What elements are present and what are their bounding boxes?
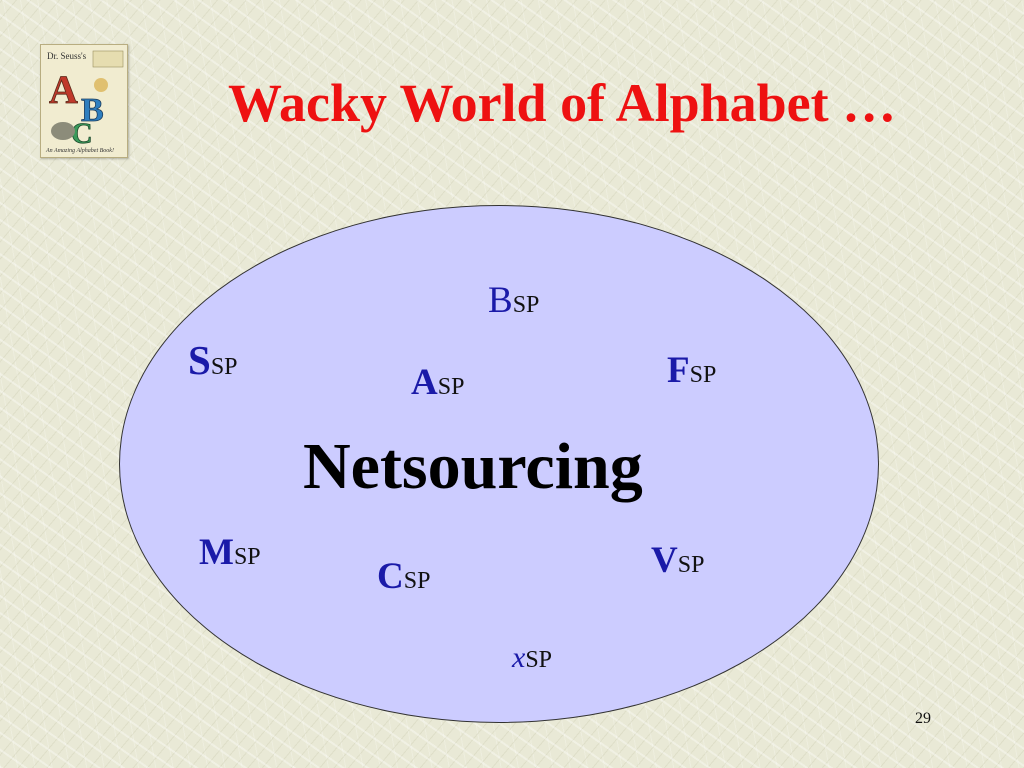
- label-vsp: VSP: [651, 542, 704, 579]
- label-xsp: xSP: [512, 643, 552, 673]
- label-letter: B: [488, 280, 513, 321]
- label-letter: x: [512, 641, 526, 674]
- label-letter: S: [188, 337, 211, 383]
- logo-bottom-text: An Amazing Alphabet Book!: [45, 148, 114, 154]
- label-letter: F: [667, 350, 690, 391]
- label-suffix: SP: [677, 552, 705, 578]
- book-cover-logo: Dr. Seuss's A B C An Amazing Alphabet Bo…: [40, 44, 128, 158]
- label-suffix: SP: [512, 292, 540, 318]
- label-suffix: SP: [525, 647, 553, 673]
- logo-top-text: Dr. Seuss's: [47, 51, 87, 61]
- book-cover-image: Dr. Seuss's A B C An Amazing Alphabet Bo…: [41, 45, 127, 157]
- label-suffix: SP: [437, 374, 465, 400]
- netsourcing-ellipse: [119, 205, 879, 723]
- label-letter: C: [377, 556, 404, 597]
- label-csp: CSP: [377, 558, 430, 595]
- label-ssp: SSP: [188, 340, 238, 381]
- label-suffix: SP: [233, 544, 261, 570]
- logo-letter-c: C: [71, 117, 93, 150]
- label-msp: MSP: [199, 534, 261, 571]
- label-suffix: SP: [403, 568, 431, 594]
- center-text: Netsourcing: [303, 430, 643, 503]
- label-letter: A: [411, 362, 438, 403]
- label-fsp: FSP: [667, 352, 716, 389]
- slide-title: Wacky World of Alphabet …: [228, 73, 897, 133]
- label-asp: ASP: [411, 364, 464, 401]
- label-letter: M: [199, 532, 234, 573]
- label-suffix: SP: [210, 354, 238, 380]
- label-bsp: BSP: [488, 282, 539, 319]
- label-suffix: SP: [689, 362, 717, 388]
- label-letter: V: [651, 540, 678, 581]
- logo-letter-a: A: [49, 67, 78, 112]
- page-number: 29: [915, 710, 931, 727]
- logo-letter-b: B: [81, 92, 104, 129]
